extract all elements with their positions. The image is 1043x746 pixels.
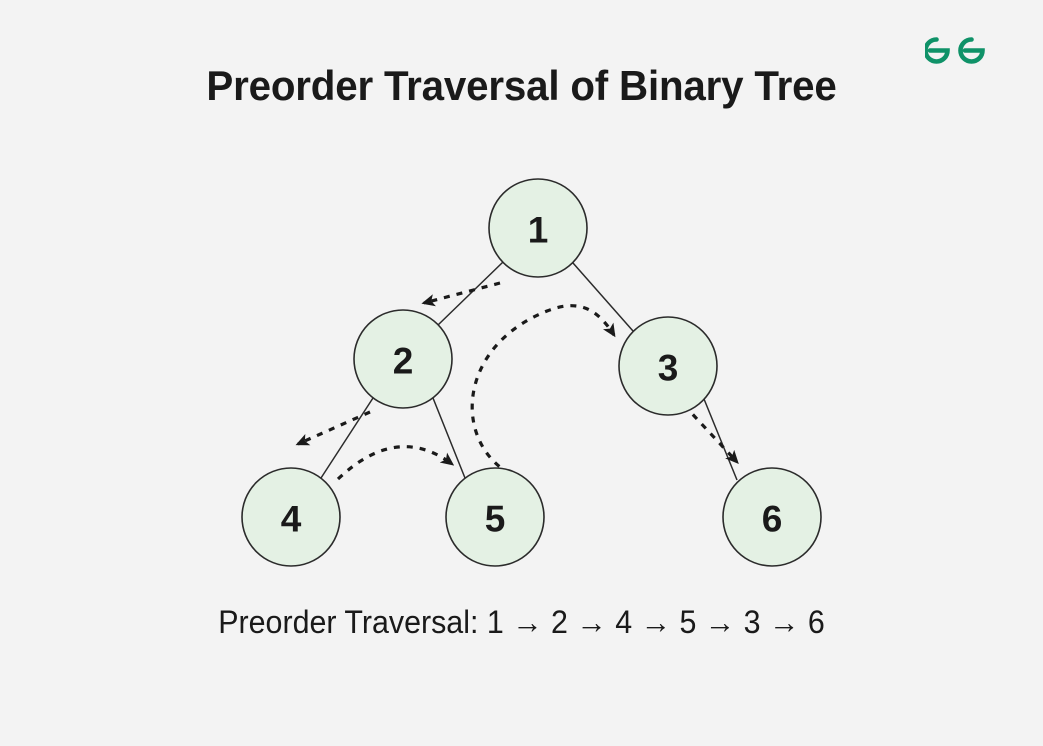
traversal-arrows bbox=[295, 281, 739, 481]
tree-node-1[interactable]: 1 bbox=[488, 178, 588, 278]
node-circle-2[interactable] bbox=[353, 309, 453, 409]
tree-node-4[interactable]: 4 bbox=[241, 467, 341, 567]
node-label-3: 3 bbox=[658, 348, 679, 389]
edge-2-4 bbox=[320, 397, 374, 479]
edge-3-6 bbox=[703, 398, 738, 481]
node-label-6: 6 bbox=[762, 499, 783, 540]
traversal-caption: Preorder Traversal: 1 → 2 → 4 → 5 → 3 → … bbox=[218, 604, 825, 640]
node-circle-3[interactable] bbox=[618, 316, 718, 416]
node-circle-4[interactable] bbox=[241, 467, 341, 567]
edge-1-2 bbox=[437, 261, 504, 326]
node-label-5: 5 bbox=[485, 499, 506, 540]
binary-tree-diagram: 1 2 3 4 5 bbox=[0, 140, 1043, 600]
node-label-1: 1 bbox=[528, 210, 549, 251]
tree-node-2[interactable]: 2 bbox=[353, 309, 453, 409]
node-label-4: 4 bbox=[281, 499, 302, 540]
node-circle-1[interactable] bbox=[488, 178, 588, 278]
tree-node-6[interactable]: 6 bbox=[722, 467, 822, 567]
page-title: Preorder Traversal of Binary Tree bbox=[206, 62, 837, 109]
traversal-arrow-1-to-2 bbox=[421, 281, 501, 307]
traversal-arrow-5-to-3 bbox=[470, 304, 616, 476]
traversal-arrow-4-to-5 bbox=[336, 445, 455, 481]
tree-edges bbox=[320, 261, 738, 481]
geeksforgeeks-logo bbox=[923, 26, 993, 68]
edge-1-3 bbox=[572, 262, 634, 332]
traversal-arrow-2-to-4 bbox=[295, 410, 371, 446]
tree-nodes: 1 2 3 4 5 bbox=[241, 178, 822, 567]
tree-node-5[interactable]: 5 bbox=[445, 467, 545, 567]
edge-2-5 bbox=[432, 397, 466, 479]
tree-node-3[interactable]: 3 bbox=[618, 316, 718, 416]
node-label-2: 2 bbox=[393, 341, 414, 382]
node-circle-5[interactable] bbox=[445, 467, 545, 567]
node-circle-6[interactable] bbox=[722, 467, 822, 567]
